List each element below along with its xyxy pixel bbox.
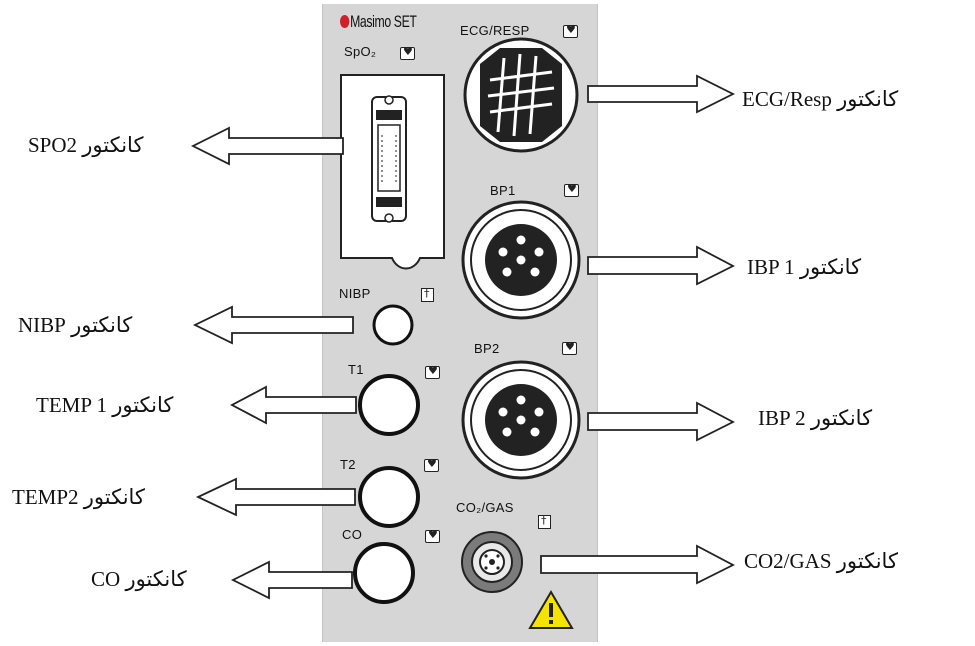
- spo2-connector: [340, 74, 445, 270]
- arrow-icon: [195, 477, 356, 517]
- annotation-label: ECG/Resp: [742, 87, 832, 111]
- nibp-label: NIBP: [339, 286, 371, 301]
- annotation-ecg-resp: کانکتور ECG/Resp: [742, 87, 898, 112]
- annotation-label: SPO2: [28, 133, 78, 157]
- annotation-spo2: کانکتور SPO2: [28, 133, 143, 158]
- annotation-label: CO2/GAS: [744, 549, 832, 573]
- heart-icon: [424, 457, 439, 472]
- connector-word: کانکتور: [112, 393, 174, 417]
- ecg-resp-label: ECG/RESP: [460, 23, 530, 38]
- connector-word: کانکتور: [125, 567, 187, 591]
- bp1-label: BP1: [490, 183, 516, 198]
- connector-word: کانکتور: [837, 87, 899, 111]
- connector-word: کانکتور: [71, 313, 133, 337]
- arrow-icon: [587, 74, 736, 114]
- annotation-label: TEMP 1: [36, 393, 107, 417]
- annotation-temp2: کانکتور TEMP2: [12, 485, 145, 510]
- heart-icon: [400, 45, 415, 60]
- co-connector: [353, 542, 415, 604]
- annotation-ibp1: کانکتور IBP 1: [747, 255, 861, 280]
- temp1-connector: [358, 374, 420, 436]
- bp1-connector: [461, 200, 581, 320]
- bp2-connector: [461, 360, 581, 480]
- annotation-co: کانکتور CO: [91, 567, 187, 592]
- temp2-connector: [358, 466, 420, 528]
- arrow-icon: [192, 305, 354, 345]
- co-label: CO: [342, 527, 363, 542]
- annotation-label: TEMP2: [12, 485, 79, 509]
- arrow-icon: [190, 126, 344, 166]
- arrow-icon: [230, 385, 357, 425]
- co2-gas-label: CO₂/GAS: [456, 500, 514, 515]
- annotation-nibp: کانکتور NIBP: [18, 313, 132, 338]
- co2-gas-connector: [461, 531, 523, 593]
- connector-word: کانکتور: [82, 133, 144, 157]
- annotation-label: NIBP: [18, 313, 66, 337]
- arrow-icon: [587, 245, 735, 286]
- annotation-co2-gas: کانکتور CO2/GAS: [744, 549, 898, 574]
- connector-word: کانکتور: [810, 406, 873, 430]
- heart-icon: [425, 528, 440, 543]
- t1-label: T1: [348, 362, 364, 377]
- masimo-logo: Masimo SET: [340, 12, 417, 32]
- annotation-label: IBP 1: [747, 255, 795, 279]
- bp2-label: BP2: [474, 341, 500, 356]
- warning-icon: [528, 590, 574, 629]
- heart-icon: [562, 340, 577, 355]
- heart-icon: [425, 364, 440, 379]
- heart-icon: [564, 182, 579, 197]
- arrow-icon: [230, 560, 353, 600]
- annotation-ibp2: کانکتور IBP 2: [758, 406, 872, 431]
- t2-label: T2: [340, 457, 356, 472]
- patient-icon: [538, 514, 551, 529]
- heart-icon: [563, 23, 578, 38]
- connector-word: کانکتور: [83, 485, 145, 509]
- annotation-temp1: کانکتور TEMP 1: [36, 393, 173, 418]
- ecg-resp-connector: [463, 37, 579, 153]
- connector-word: کانکتور: [799, 255, 862, 279]
- nibp-connector: [372, 304, 414, 346]
- arrow-icon: [540, 544, 735, 585]
- annotation-label: IBP 2: [758, 406, 806, 430]
- arrow-icon: [587, 401, 735, 442]
- annotation-label: CO: [91, 567, 121, 591]
- spo2-label: SpO₂: [344, 44, 377, 59]
- patient-icon: [421, 287, 434, 302]
- connector-word: کانکتور: [836, 549, 898, 573]
